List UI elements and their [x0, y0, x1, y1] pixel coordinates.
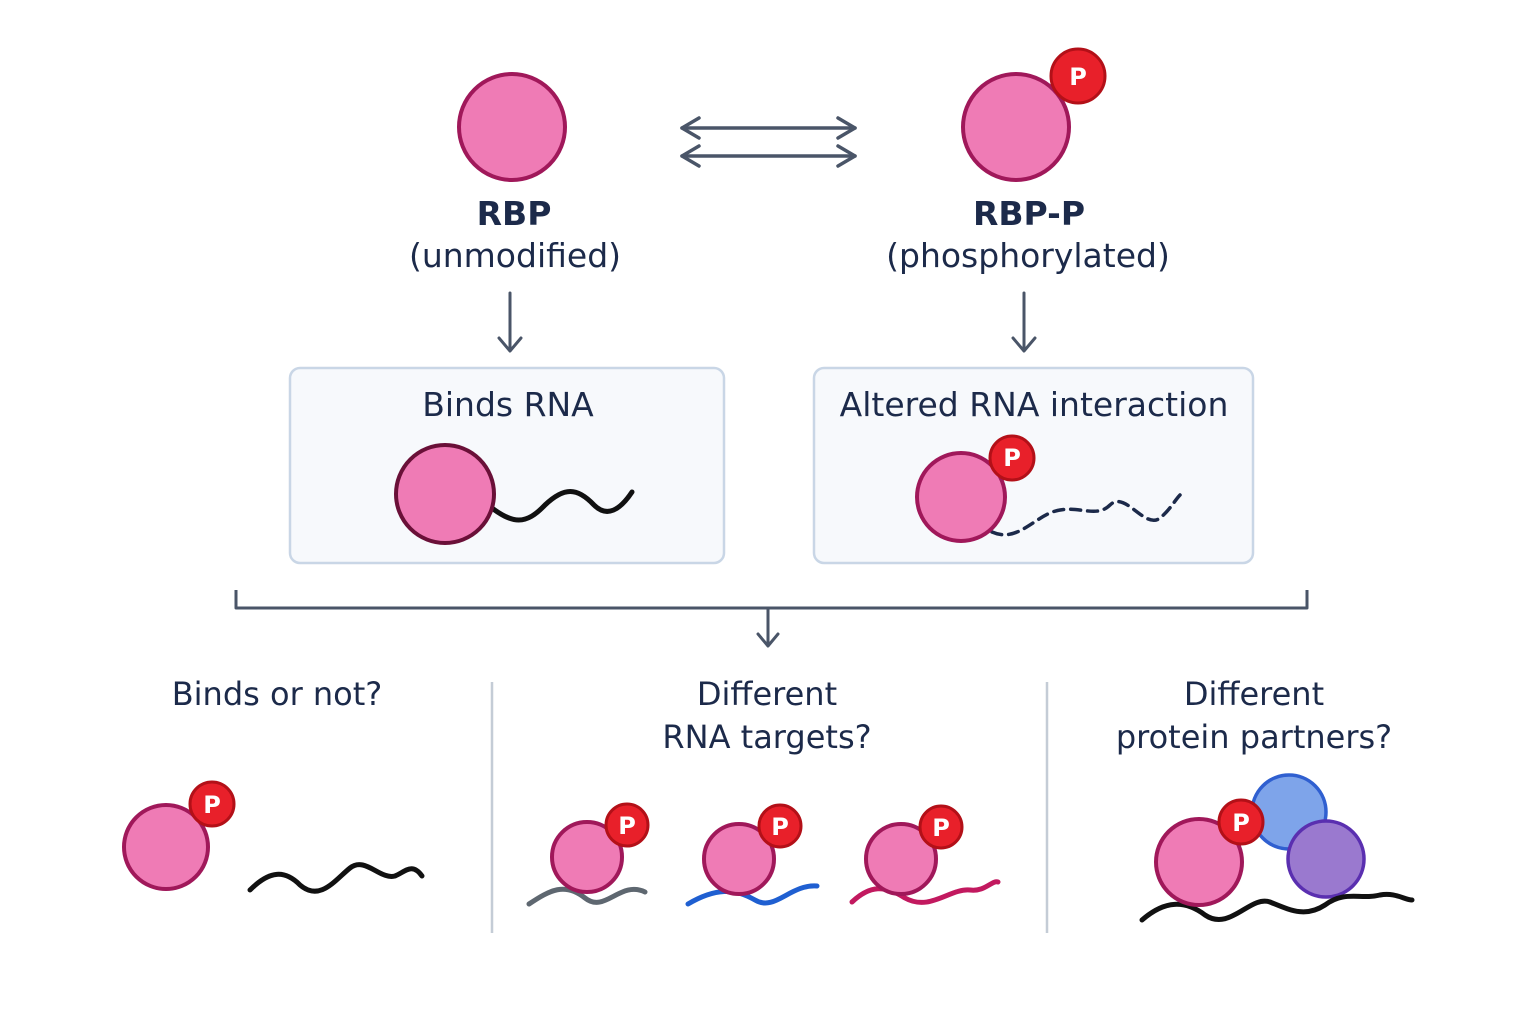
altered-rna-strand: [990, 493, 1182, 537]
phosphate-badge-col3: P: [1217, 798, 1265, 846]
bound-rna-strand: [485, 489, 635, 523]
phosphate-badge-label: P: [1069, 63, 1087, 91]
rbp-p-subtitle: (phosphorylated): [886, 236, 1170, 275]
svg-text:P: P: [203, 791, 221, 819]
rbp-phosphorylated-protein: [961, 72, 1071, 182]
rna-targets-line1: Different: [696, 675, 838, 713]
partner-protein-purple: [1286, 819, 1366, 899]
partner-rna-strand: [1139, 891, 1415, 923]
rna-target-magenta: [849, 879, 1001, 905]
bound-protein: [394, 443, 496, 545]
phosphate-badge-col2a: P: [604, 802, 650, 848]
svg-text:P: P: [932, 814, 950, 842]
phosphate-badge-col2c: P: [918, 804, 964, 850]
rna-target-blue: [685, 883, 820, 907]
rbp-unmodified-protein: [457, 72, 567, 182]
svg-text:P: P: [1003, 444, 1021, 472]
svg-text:P: P: [618, 812, 636, 840]
protein-target-magenta: [864, 822, 938, 896]
protein-partners-line2: protein partners?: [1115, 718, 1393, 756]
altered-interaction-label: Altered RNA interaction: [839, 385, 1229, 424]
equilibrium-arrows: [680, 116, 857, 168]
binds-or-not-label: Binds or not?: [171, 675, 383, 713]
svg-text:P: P: [1232, 809, 1250, 837]
protein-target-blue: [702, 822, 776, 896]
down-arrow-center: [756, 606, 780, 648]
down-arrow-right: [1011, 291, 1037, 353]
rna-target-gray: [526, 886, 648, 907]
phosphate-badge-box: P: [988, 434, 1036, 482]
rna-targets-line2: RNA targets?: [662, 718, 872, 756]
rbp-title: RBP: [476, 194, 552, 233]
protein-target-gray: [550, 820, 624, 894]
down-arrow-left: [497, 291, 523, 353]
rbp-p-title: RBP-P: [972, 194, 1086, 233]
unbound-protein: [122, 803, 210, 891]
phosphate-badge-col2b: P: [757, 803, 803, 849]
free-rna-strand: [247, 862, 425, 894]
rbp-subtitle: (unmodified): [408, 236, 622, 275]
phosphate-badge-top: P: [1049, 47, 1107, 105]
svg-text:P: P: [771, 813, 789, 841]
partner-rbp-protein: [1154, 817, 1244, 907]
protein-partners-line1: Different: [1183, 675, 1325, 713]
merge-bracket: [234, 590, 1309, 610]
altered-protein: [915, 451, 1007, 543]
phosphate-badge-col1: P: [188, 780, 236, 828]
binds-rna-label: Binds RNA: [422, 385, 594, 424]
